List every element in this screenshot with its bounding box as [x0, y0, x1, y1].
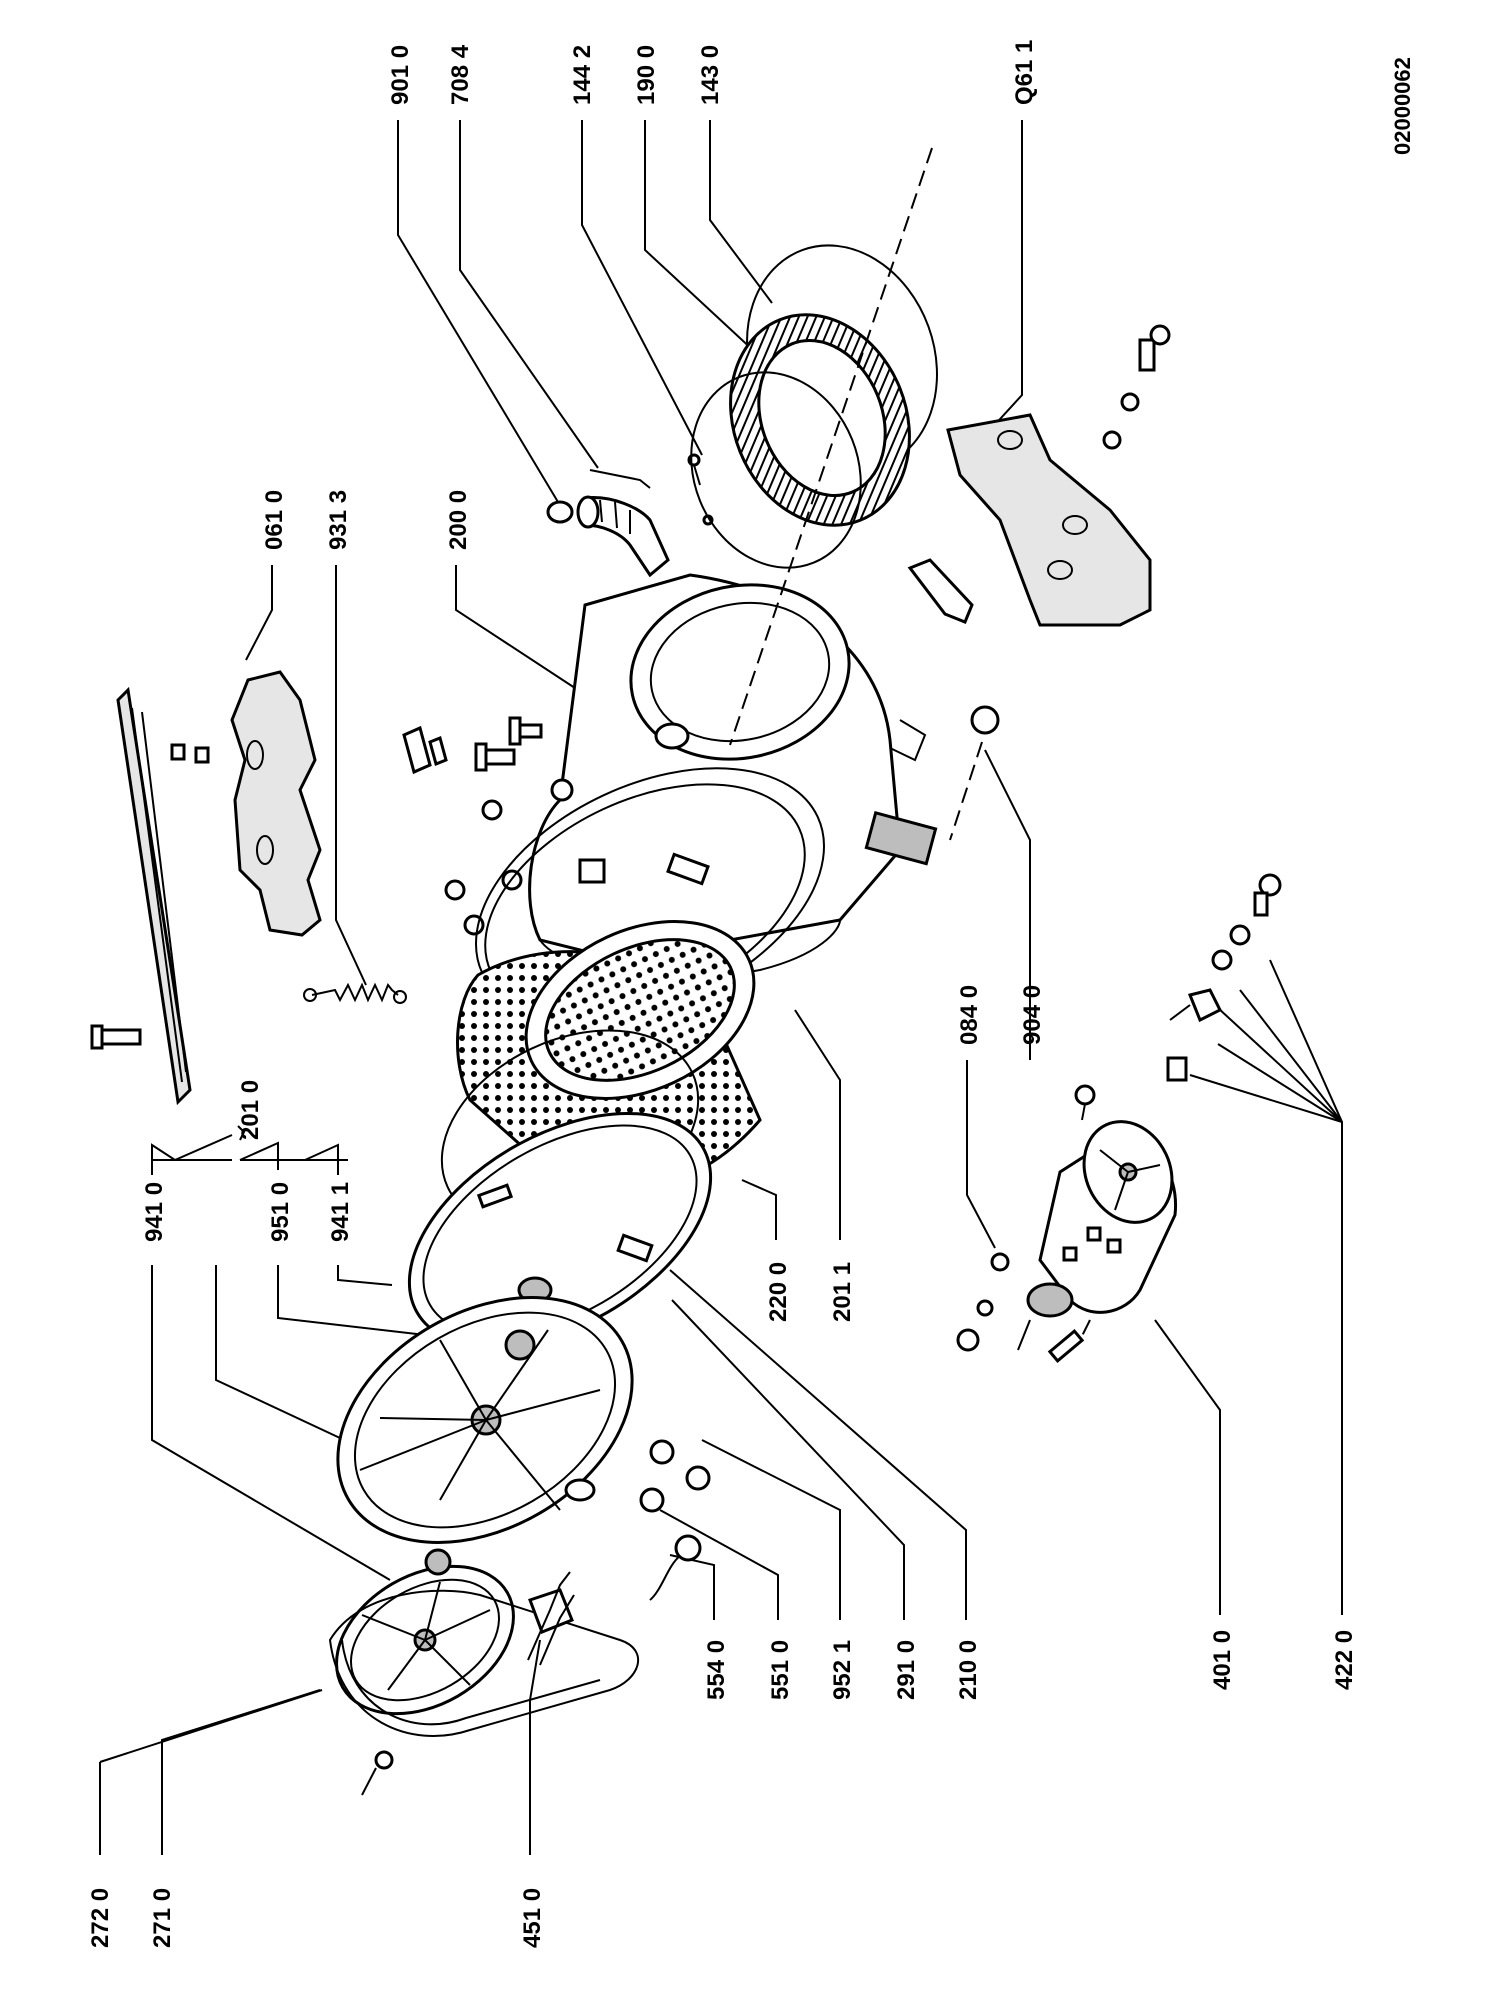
callout-084-0: 084 0: [956, 985, 983, 1045]
callout-451-0: 451 0: [519, 1888, 546, 1948]
callout-201-1: 201 1: [829, 1262, 856, 1322]
belt-271-0: [328, 1589, 640, 1737]
spring-931-3: [303, 982, 407, 1004]
callout-271-0: 271 0: [149, 1888, 176, 1948]
callout-901-0: 901 0: [387, 45, 414, 105]
callout-201-0: 201 0: [237, 1080, 264, 1140]
small-hardware: [402, 716, 543, 936]
tub-200-0: [528, 573, 938, 979]
sensor-451-0: [361, 1571, 575, 1796]
callout-904-0: 904 0: [1019, 985, 1046, 1045]
pulley-951-0: [336, 1296, 634, 1544]
center-axis: [729, 147, 1091, 1341]
callout-951-0: 951 0: [267, 1182, 294, 1242]
motor-401-0: [956, 1084, 1178, 1363]
callout-200-0: 200 0: [445, 490, 472, 550]
pulley-272-0: [335, 1548, 515, 1716]
callout-061-0: 061 0: [261, 490, 288, 550]
callout-941-0: 941 0: [141, 1182, 168, 1242]
callout-272-0: 272 0: [87, 1888, 114, 1948]
callout-941-1: 941 1: [327, 1182, 354, 1242]
seal-190-0: [690, 244, 938, 569]
callout-422-0: 422 0: [1331, 1630, 1358, 1690]
callout-144-2: 144 2: [569, 45, 596, 105]
counterweight-061-0: [170, 670, 322, 937]
callout-220-0: 220 0: [765, 1262, 792, 1322]
callout-708-4: 708 4: [447, 44, 474, 105]
callout-190-0: 190 0: [633, 45, 660, 105]
document-number: 02000062: [1390, 57, 1415, 155]
callout-401-0: 401 0: [1209, 1630, 1236, 1690]
callout-551-0: 551 0: [767, 1640, 794, 1700]
weight-bar: [90, 686, 192, 1106]
callout-143-0: 143 0: [697, 45, 724, 105]
callout-291-0: 291 0: [893, 1640, 920, 1700]
callout-210-0: 210 0: [955, 1640, 982, 1700]
callout-952-1: 952 1: [829, 1640, 856, 1700]
callout-554-0: 554 0: [703, 1640, 730, 1700]
motor-hardware-422-0: [970, 705, 1282, 1082]
bracket-q61-1: [907, 324, 1171, 627]
callout-931-3: 931 3: [325, 490, 352, 550]
hose-708-4: [546, 469, 670, 578]
back-plate-210-0: [407, 1111, 713, 1349]
callout-q61-1: Q61 1: [1011, 40, 1038, 105]
nuts-group: [639, 1439, 711, 1601]
